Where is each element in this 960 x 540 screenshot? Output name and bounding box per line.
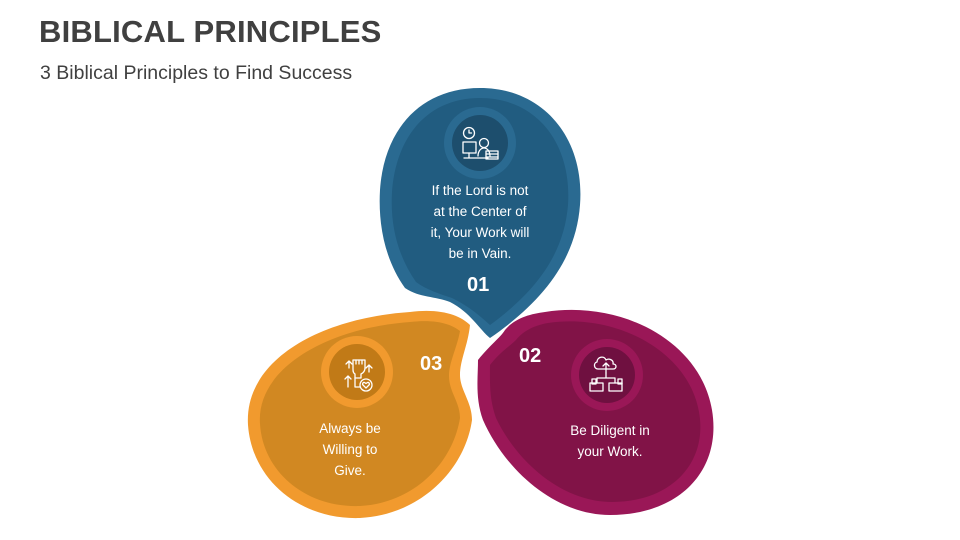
principle-01-number: 01 [467,274,490,296]
principle-02-number: 02 [519,345,542,367]
petal-03-shape [247,310,472,519]
page-subtitle: 3 Biblical Principles to Find Success [40,62,353,84]
page-title: BIBLICAL PRINCIPLES [39,14,382,49]
principle-02-text: Be Diligent in your Work. [570,423,650,459]
principle-03-number: 03 [420,353,443,375]
principle-03-text: Always be Willing to Give. [319,421,381,478]
person-at-desk-with-clock-icon [462,126,499,160]
principle-01-text: If the Lord is not at the Center of it, … [430,183,530,261]
petal-02-shape [477,309,714,515]
cloud-network-devices-icon [589,356,623,392]
raised-fist-heart-arrows-icon [344,359,373,392]
